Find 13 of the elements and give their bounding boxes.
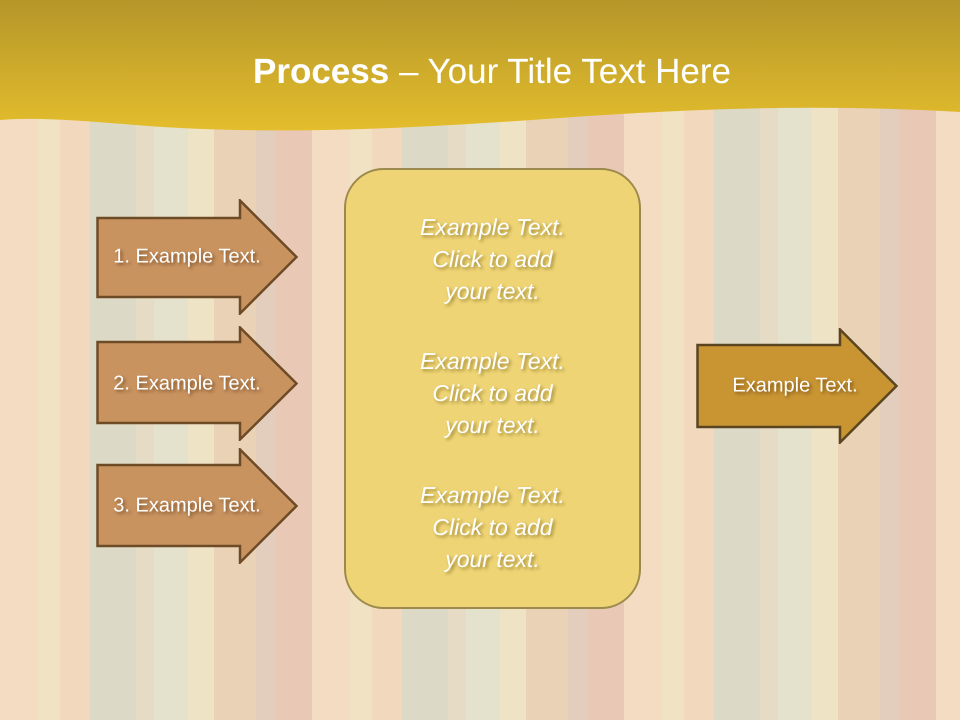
step-label: 1. Example Text. [113, 246, 261, 268]
rounded-box [344, 168, 641, 609]
arrow-shape [96, 326, 298, 441]
step-label: Example Text. [732, 374, 858, 398]
step-label: 2. Example Text. [113, 372, 261, 395]
arrow-shape [96, 199, 298, 315]
title: Process – Your Title Text Here [253, 51, 731, 93]
arrow-shape [96, 448, 298, 564]
step-label: 3. Example Text. [113, 494, 261, 518]
body-text: Example Text. Click to add your text. [419, 213, 566, 306]
arrow-shape [696, 328, 898, 444]
body-text: Example Text. Click to add your text. [419, 481, 566, 574]
body-text: Example Text. Click to add your text. [419, 347, 566, 440]
